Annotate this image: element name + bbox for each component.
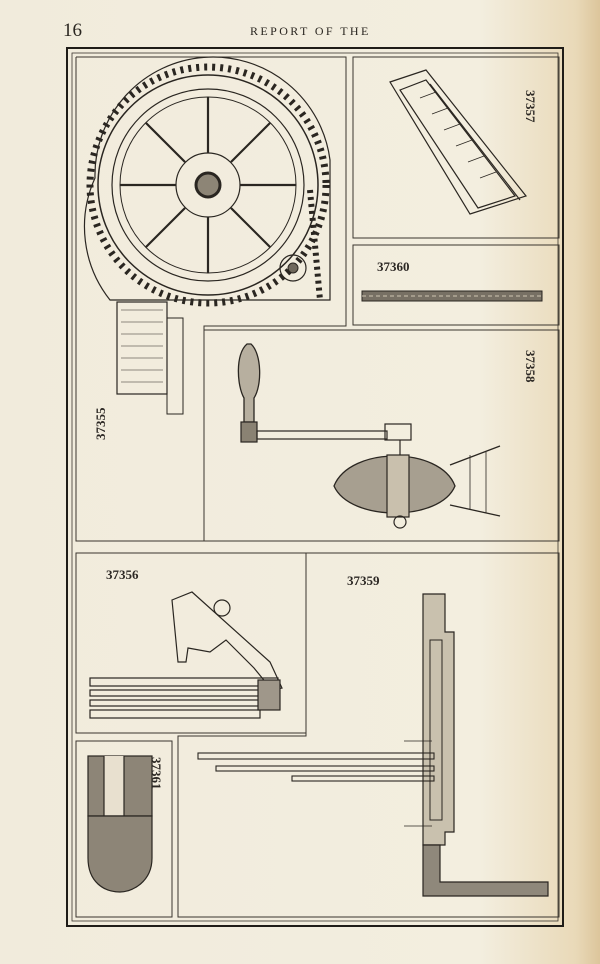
patent-number-37356: 37356: [106, 567, 139, 582]
patent-number-37359: 37359: [347, 573, 380, 588]
patent-number-37358: 37358: [523, 350, 538, 383]
section-drawing: [87, 755, 153, 893]
patent-number-37360: 37360: [377, 259, 410, 274]
patent-number-37357: 37357: [523, 90, 538, 123]
panel-37357-border: [352, 56, 560, 239]
crank-drawing: [237, 343, 501, 529]
trough-drawing: [389, 69, 528, 215]
rods-drawing: [197, 593, 549, 897]
bar-drawing: [361, 290, 543, 302]
patent-number-37361: 37361: [149, 757, 164, 790]
panel-37361-border: [75, 740, 173, 918]
wheel-drawing: [83, 56, 331, 415]
panel-37355-border: [75, 56, 347, 542]
panel-37360-border: [352, 244, 560, 326]
running-title: REPORT OF THE: [250, 24, 371, 38]
tool-drawing: [89, 591, 283, 719]
page-number: 16: [63, 20, 82, 41]
panel-37359-border: [177, 552, 560, 918]
panel-37358-border: [203, 329, 560, 542]
patent-number-37355: 37355: [93, 407, 108, 441]
